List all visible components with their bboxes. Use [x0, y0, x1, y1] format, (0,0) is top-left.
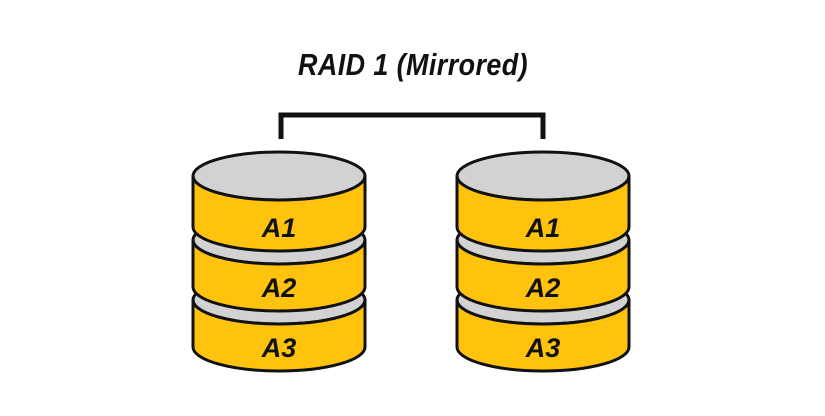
platter-body: [191, 238, 367, 313]
disk-segment-label: A2: [525, 273, 561, 303]
platter-body: [455, 174, 631, 253]
disk-cylinder-icon: [455, 150, 631, 373]
disk-stack-left: A1 A2 A3: [191, 150, 367, 373]
disk-segment-label: A3: [261, 333, 297, 363]
disk-cylinder-icon: [191, 150, 367, 373]
diagram-title: RAID 1 (Mirrored): [298, 47, 528, 82]
platter-body: [191, 174, 367, 253]
platter-body: [455, 298, 631, 373]
disk-segment-label: A1: [525, 213, 561, 243]
mirror-connector-bracket: [278, 112, 546, 139]
disk-segment-label: A2: [261, 273, 297, 303]
disk-stack-right: A1 A2 A3: [455, 150, 631, 373]
disk-segment-label: A1: [261, 213, 297, 243]
platter-body: [191, 298, 367, 373]
disk-segment-label: A3: [525, 333, 561, 363]
platter-body: [455, 238, 631, 313]
